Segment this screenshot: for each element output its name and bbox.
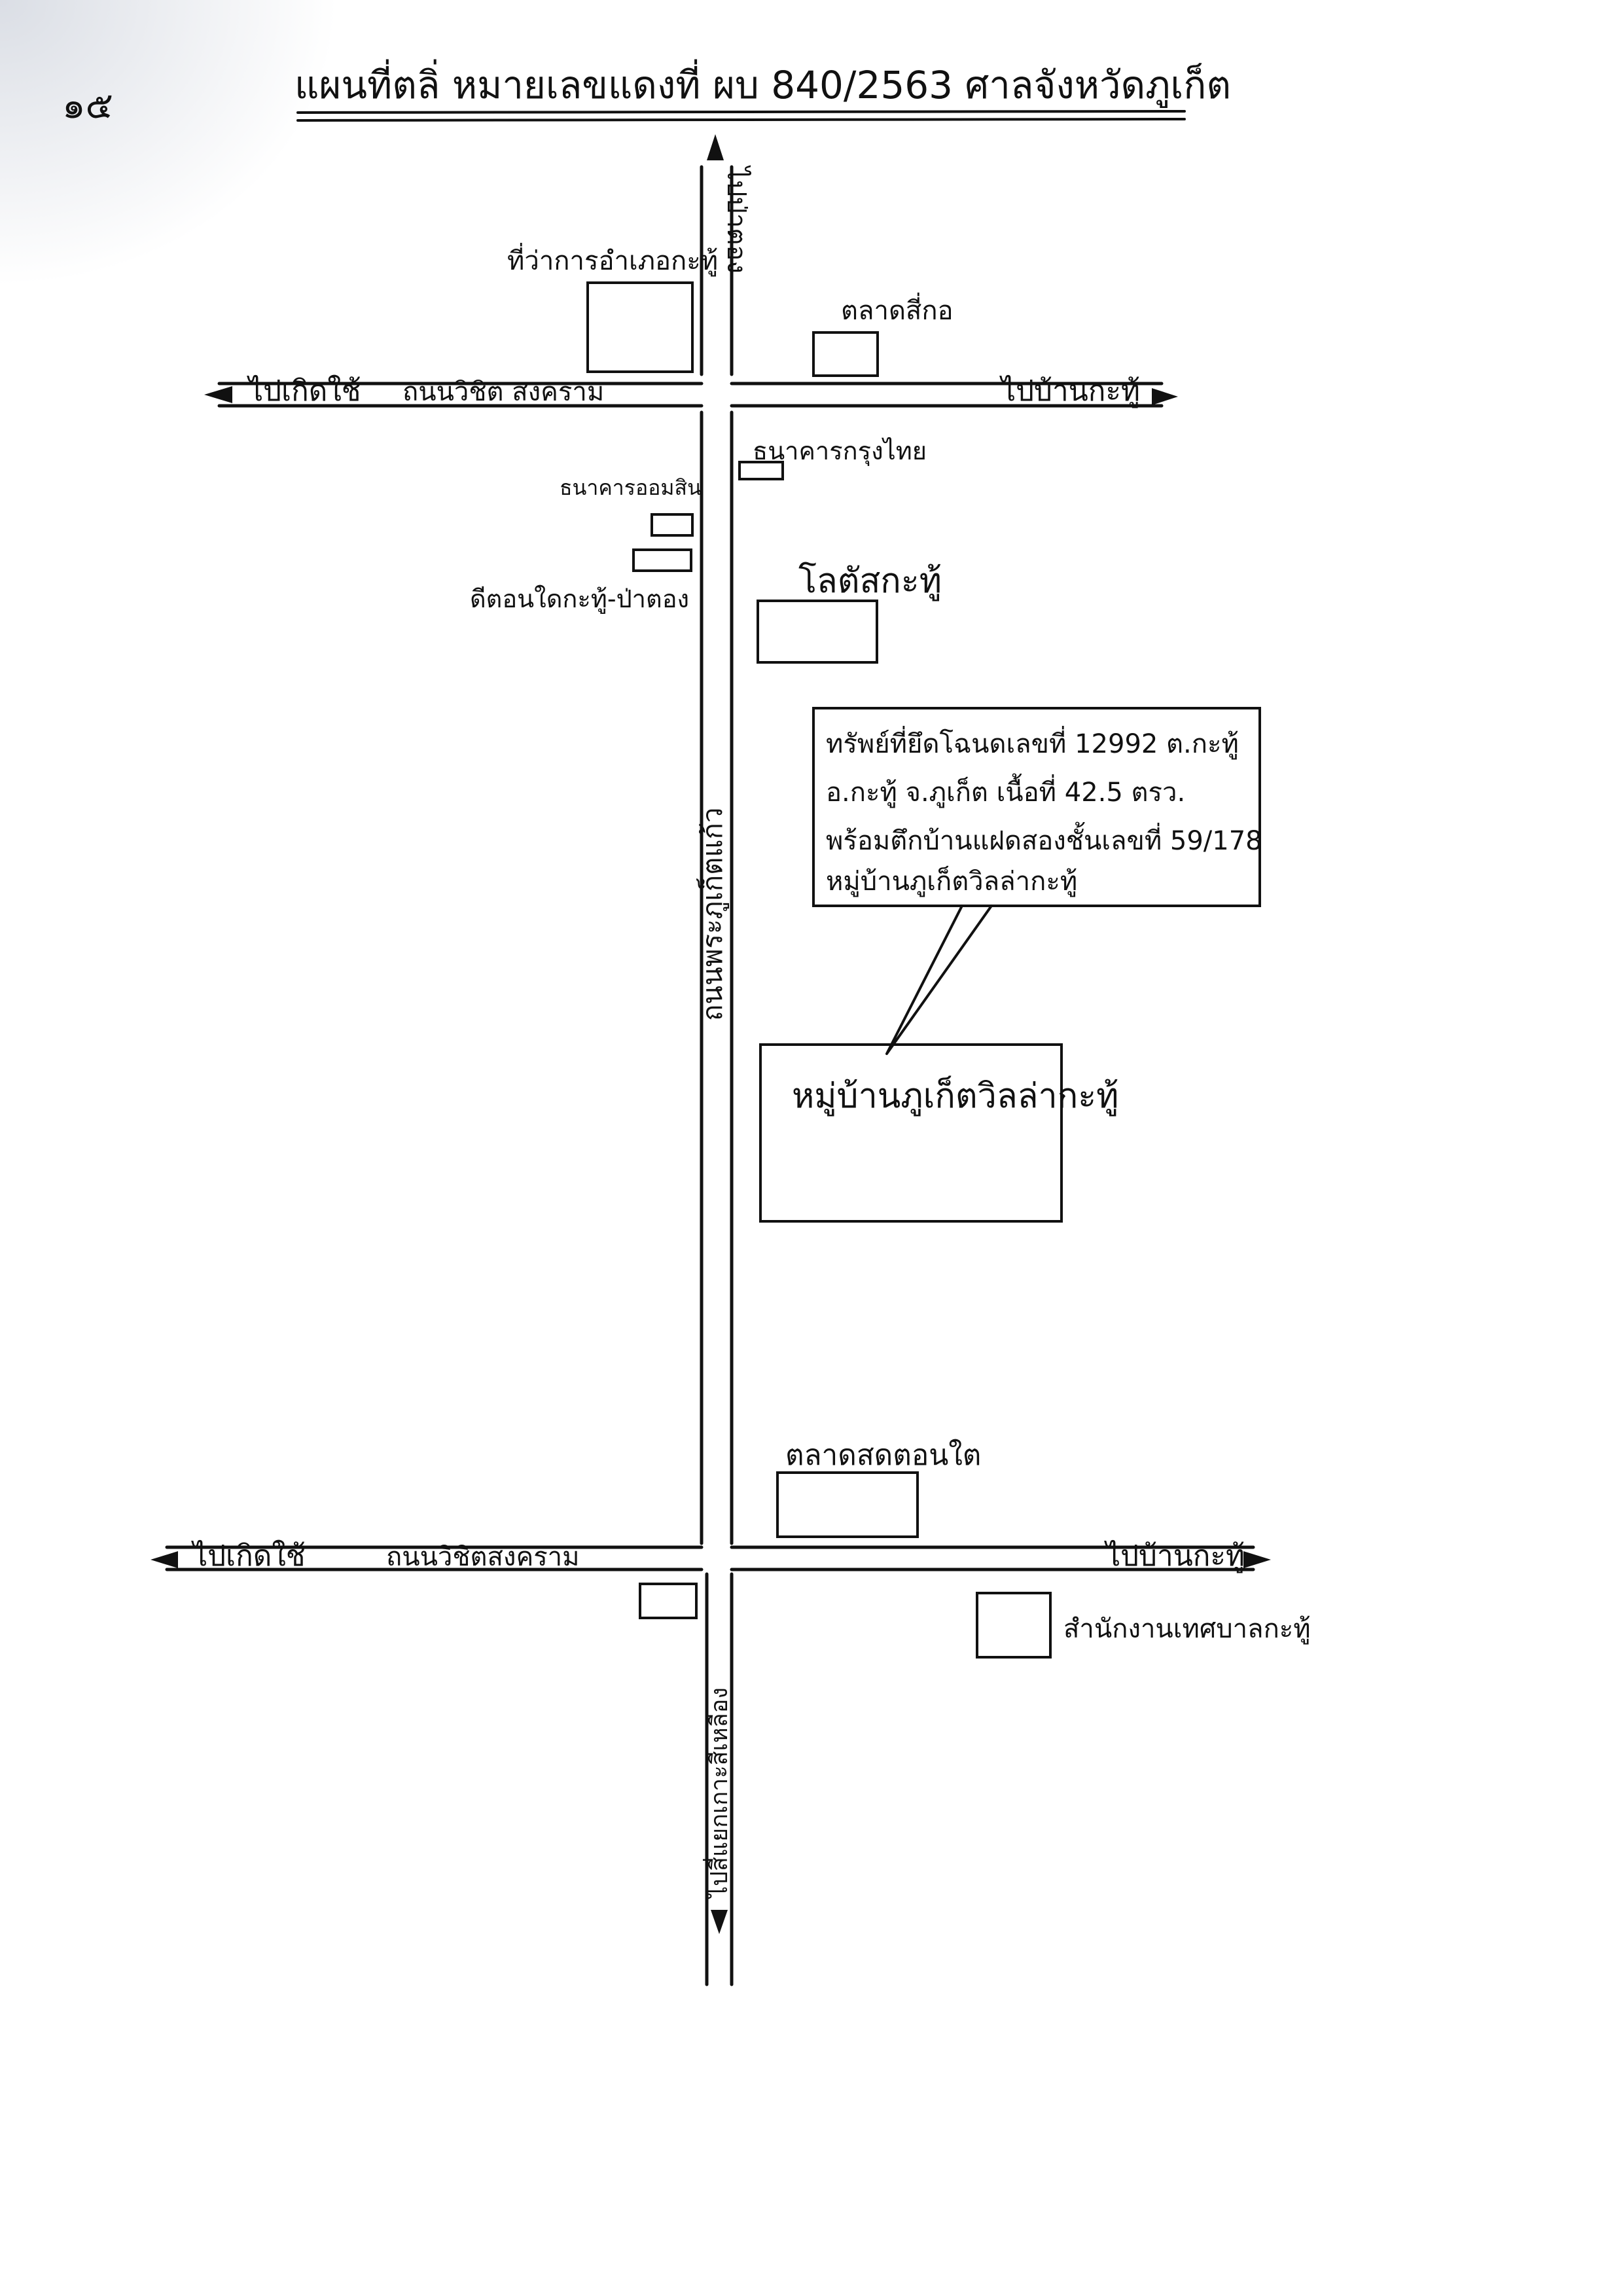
krungthai-bank-building xyxy=(738,461,784,480)
police-station-building xyxy=(632,548,692,572)
north-arrow-icon xyxy=(707,134,724,160)
road-label-south: ไปสี่แยกเกาะสีเหลือง xyxy=(703,1687,733,1900)
landmark-label-savings-bank: ธนาคารออมสิน xyxy=(560,475,702,500)
main-road-name: ถนนพระภูเก็ตแก้ว xyxy=(696,808,729,1021)
landmark-label-lotus: โลตัสกะทู้ xyxy=(798,562,942,601)
property-note-line4: หมู่บ้านภูเก็ตวิลล่ากะทู้ xyxy=(826,865,1077,897)
top-road xyxy=(217,382,1164,408)
scan-shadow xyxy=(0,0,340,288)
bottom-road xyxy=(165,1545,1255,1571)
east-arrow-icon-bottom xyxy=(1243,1551,1271,1568)
west-arrow-icon-bottom xyxy=(151,1551,178,1568)
district-office-building xyxy=(586,281,694,373)
fresh-market-building xyxy=(776,1471,919,1538)
main-road xyxy=(700,165,734,1986)
property-note-box xyxy=(812,707,1261,907)
road-label-bottom-west: ไปเกิดใช้ xyxy=(191,1539,306,1573)
road-label-top-east: ไปบ้านกะทู้ xyxy=(999,374,1140,408)
property-note-line1: ทรัพย์ที่ยึดโฉนดเลขที่ 12992 ต.กะทู้ xyxy=(826,726,1239,759)
landmark-label-district-office: ที่ว่าการอำเภอกะทู้ xyxy=(507,243,718,276)
road-label-bottom-east: ไปบ้านกะทู้ xyxy=(1104,1539,1245,1573)
municipality-office-building xyxy=(976,1592,1052,1659)
east-arrow-icon-top xyxy=(1152,388,1178,405)
landmark-label-police-station: ดีตอนใดกะทู้-ป่าตอง xyxy=(470,584,689,614)
corner-mark: ๑๕ xyxy=(62,84,113,127)
small-building-southwest xyxy=(639,1583,698,1619)
property-callout: ทรัพย์ที่ยึดโฉนดเลขที่ 12992 ต.กะทู้ อ.ก… xyxy=(812,707,1262,1055)
title-underline-2 xyxy=(296,118,1186,122)
landmark-label-fresh-market: ตลาดสดตอนใต xyxy=(785,1439,981,1472)
landmark-label-village: หมู่บ้านภูเก็ตวิลล่ากะทู้ xyxy=(792,1076,1118,1117)
lotus-building xyxy=(757,600,878,664)
property-note-line2: อ.กะทู้ จ.ภูเก็ต เนื้อที่ 42.5 ตรว. xyxy=(826,773,1185,808)
south-arrow-icon xyxy=(711,1910,728,1934)
page-title: แผนที่ตลิ่ หมายเลขแดงที่ ผบ 840/2563 ศาล… xyxy=(294,59,1231,108)
village-box xyxy=(759,1043,1063,1223)
road-label-north: ไปป่าตอง xyxy=(721,165,751,274)
callout-pointer xyxy=(885,905,993,1055)
bottom-road-name: ถนนวิชิตสงคราม xyxy=(386,1542,580,1572)
landmark-label-municipality: สำนักงานเทศบาลกะทู้ xyxy=(1063,1614,1311,1644)
title-underline-1 xyxy=(296,110,1186,114)
kathu-market-building xyxy=(812,331,879,377)
west-arrow-icon-top xyxy=(204,386,232,403)
savings-bank-building xyxy=(651,513,694,537)
landmark-label-kathu-market: ตลาดสี่กอ xyxy=(841,293,954,326)
property-note-line3: พร้อมตึกบ้านแฝดสองชั้นเลขที่ 59/178 xyxy=(826,821,1262,856)
road-label-top-west: ไปเกิดใช้ xyxy=(247,374,361,408)
top-road-name: ถนนวิชิต สงคราม xyxy=(402,377,604,407)
